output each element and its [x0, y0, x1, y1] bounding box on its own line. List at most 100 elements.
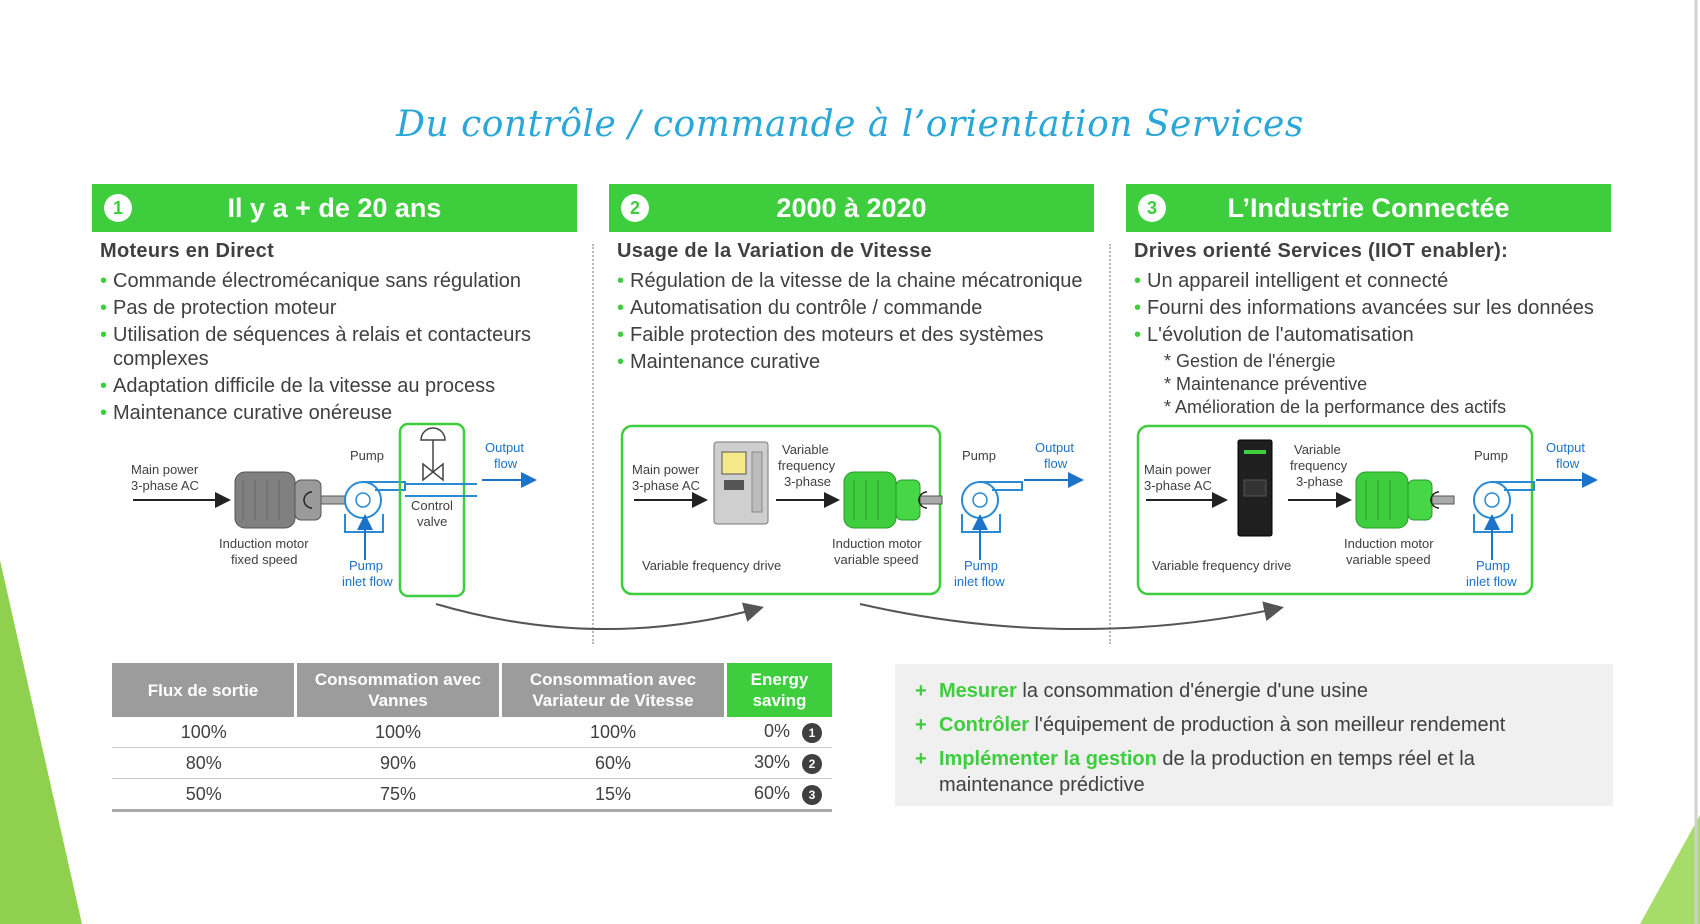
list-item: * Amélioration de la performance des act… — [1164, 397, 1507, 417]
rotation-icon — [918, 491, 928, 509]
table-cell: 90% — [295, 747, 501, 779]
main-power-label: Main power — [1144, 462, 1212, 477]
list-item: Un appareil intelligent et connecté — [1134, 269, 1611, 293]
table-cell: 30% 2 — [725, 747, 832, 779]
drive-icon — [713, 441, 769, 525]
service-keyword: Implémenter la gestion — [939, 748, 1157, 770]
list-item: Régulation de la vitesse de la chaine mé… — [617, 269, 1094, 293]
pump-label: Pump — [350, 448, 384, 463]
service-item: +Implémenter la gestion de la production… — [915, 746, 1593, 798]
service-text: la consommation d'énergie d'une usine — [1016, 680, 1369, 702]
output-label: flow — [494, 456, 518, 471]
service-text: l'équipement de production à son meilleu… — [1029, 714, 1506, 736]
inlet-label: inlet flow — [1466, 574, 1517, 589]
vf-label: frequency — [1290, 458, 1348, 473]
table-cell: 50% — [112, 778, 296, 812]
service-item: +Contrôler l'équipement de production à … — [915, 712, 1593, 738]
pump-icon — [1473, 481, 1535, 533]
inlet-label: inlet flow — [954, 574, 1005, 589]
list-item: Fourni des informations avancées sur les… — [1134, 296, 1611, 320]
inlet-label: inlet flow — [342, 574, 393, 589]
system-highlight-box — [1136, 424, 1534, 596]
step-number-3: 3 — [1138, 194, 1166, 222]
inlet-label: Pump — [349, 558, 383, 573]
banner-3: 3 L’Industrie Connectée — [1126, 184, 1611, 232]
list-item: * Gestion de l'énergie — [1164, 351, 1336, 371]
banner-title-2: 2000 à 2020 — [776, 192, 927, 223]
saving-value: 60% — [753, 783, 790, 804]
list-item: Adaptation difficile de la vitesse au pr… — [100, 374, 577, 398]
step-badge: 2 — [802, 753, 822, 774]
table-row: 50% 75% 15% 60%3 — [112, 778, 832, 812]
table-row: 80% 90% 60% 30%2 — [112, 747, 832, 779]
table-cell: 15% — [500, 778, 726, 812]
diagram-variable-speed: Main power 3-phase AC Variable frequency… — [620, 424, 1084, 596]
drive-label: Variable frequency drive — [642, 558, 781, 573]
drive-label: Variable frequency drive — [1152, 558, 1291, 573]
plus-icon: + — [915, 680, 927, 702]
list-item: Maintenance curative onéreuse — [100, 401, 577, 425]
plus-icon: + — [915, 748, 927, 770]
column-header-energy-saving: Energy saving — [725, 663, 832, 717]
drive-highlight-box — [620, 424, 942, 596]
list-item: Pas de protection moteur — [100, 296, 577, 320]
table-cell: 100% — [500, 717, 726, 748]
table-cell: 100% — [112, 717, 296, 748]
step-number-2: 2 — [621, 194, 649, 222]
list-item: * Maintenance préventive — [1164, 374, 1368, 394]
banner-title-3: L’Industrie Connectée — [1227, 192, 1510, 223]
column-divider — [1109, 244, 1111, 644]
rotation-icon — [1430, 491, 1440, 509]
output-label: flow — [1044, 456, 1068, 471]
motor-label: Induction motor — [219, 536, 309, 551]
sub-bullet-list-3: * Gestion de l'énergie * Maintenance pré… — [1126, 350, 1611, 419]
output-label: flow — [1556, 456, 1580, 471]
step-badge: 1 — [802, 722, 822, 743]
step-number-1: 1 — [104, 194, 132, 222]
main-power-label: 3-phase AC — [632, 478, 700, 493]
table-row: 100% 100% 100% 0%1 — [112, 717, 832, 748]
banner-1: 1 Il y a + de 20 ans — [92, 184, 577, 232]
valve-label: valve — [417, 514, 447, 529]
corner-triangle-right — [1640, 815, 1700, 924]
subhead-2: Usage de la Variation de Vitesse — [617, 240, 932, 262]
list-item: L'évolution de l'automatisation — [1134, 323, 1611, 347]
subhead-1: Moteurs en Direct — [100, 240, 275, 262]
list-item: Automatisation du contrôle / commande — [617, 296, 1094, 320]
output-label: Output — [485, 440, 524, 455]
table-cell: 60% — [500, 747, 726, 779]
output-label: Output — [1035, 440, 1074, 455]
list-item: Utilisation de séquences à relais et con… — [100, 323, 577, 371]
inlet-label: Pump — [964, 558, 998, 573]
slide-title: Du contrôle / commande à l’orientation S… — [396, 104, 1304, 145]
table-cell: 60% 3 — [725, 778, 832, 812]
energy-savings-table: Flux de sortie Consommation avec Vannes … — [112, 663, 832, 812]
service-keyword: Contrôler — [939, 714, 1029, 736]
motor-icon — [843, 471, 943, 529]
column-2: 2 2000 à 2020 Usage de la Variation de V… — [609, 184, 1094, 377]
motor-icon — [234, 471, 348, 529]
rotation-icon — [303, 491, 313, 509]
list-item: Faible protection des moteurs et des sys… — [617, 323, 1094, 347]
transition-arrows — [435, 601, 1284, 631]
saving-value: 30% — [753, 752, 790, 773]
vf-label: 3-phase — [784, 474, 831, 489]
main-power-label: 3-phase AC — [131, 478, 199, 493]
pump-label: Pump — [962, 448, 996, 463]
bullet-list-1: Commande électromécanique sans régulatio… — [92, 269, 577, 425]
step-badge: 3 — [802, 784, 822, 805]
banner-2: 2 2000 à 2020 — [609, 184, 1094, 232]
table-cell: 0%1 — [725, 717, 832, 748]
valve-icon — [405, 427, 477, 497]
main-power-label: Main power — [632, 462, 700, 477]
motor-label: variable speed — [834, 552, 919, 567]
pump-icon — [344, 481, 406, 533]
motor-label: Induction motor — [1344, 536, 1434, 551]
service-item: +Mesurer la consommation d'énergie d'une… — [915, 678, 1593, 704]
main-power-label: 3-phase AC — [1144, 478, 1212, 493]
column-3: 3 L’Industrie Connectée Drives orienté S… — [1126, 184, 1611, 419]
bullet-list-2: Régulation de la vitesse de la chaine mé… — [609, 269, 1094, 374]
inlet-label: Pump — [1476, 558, 1510, 573]
